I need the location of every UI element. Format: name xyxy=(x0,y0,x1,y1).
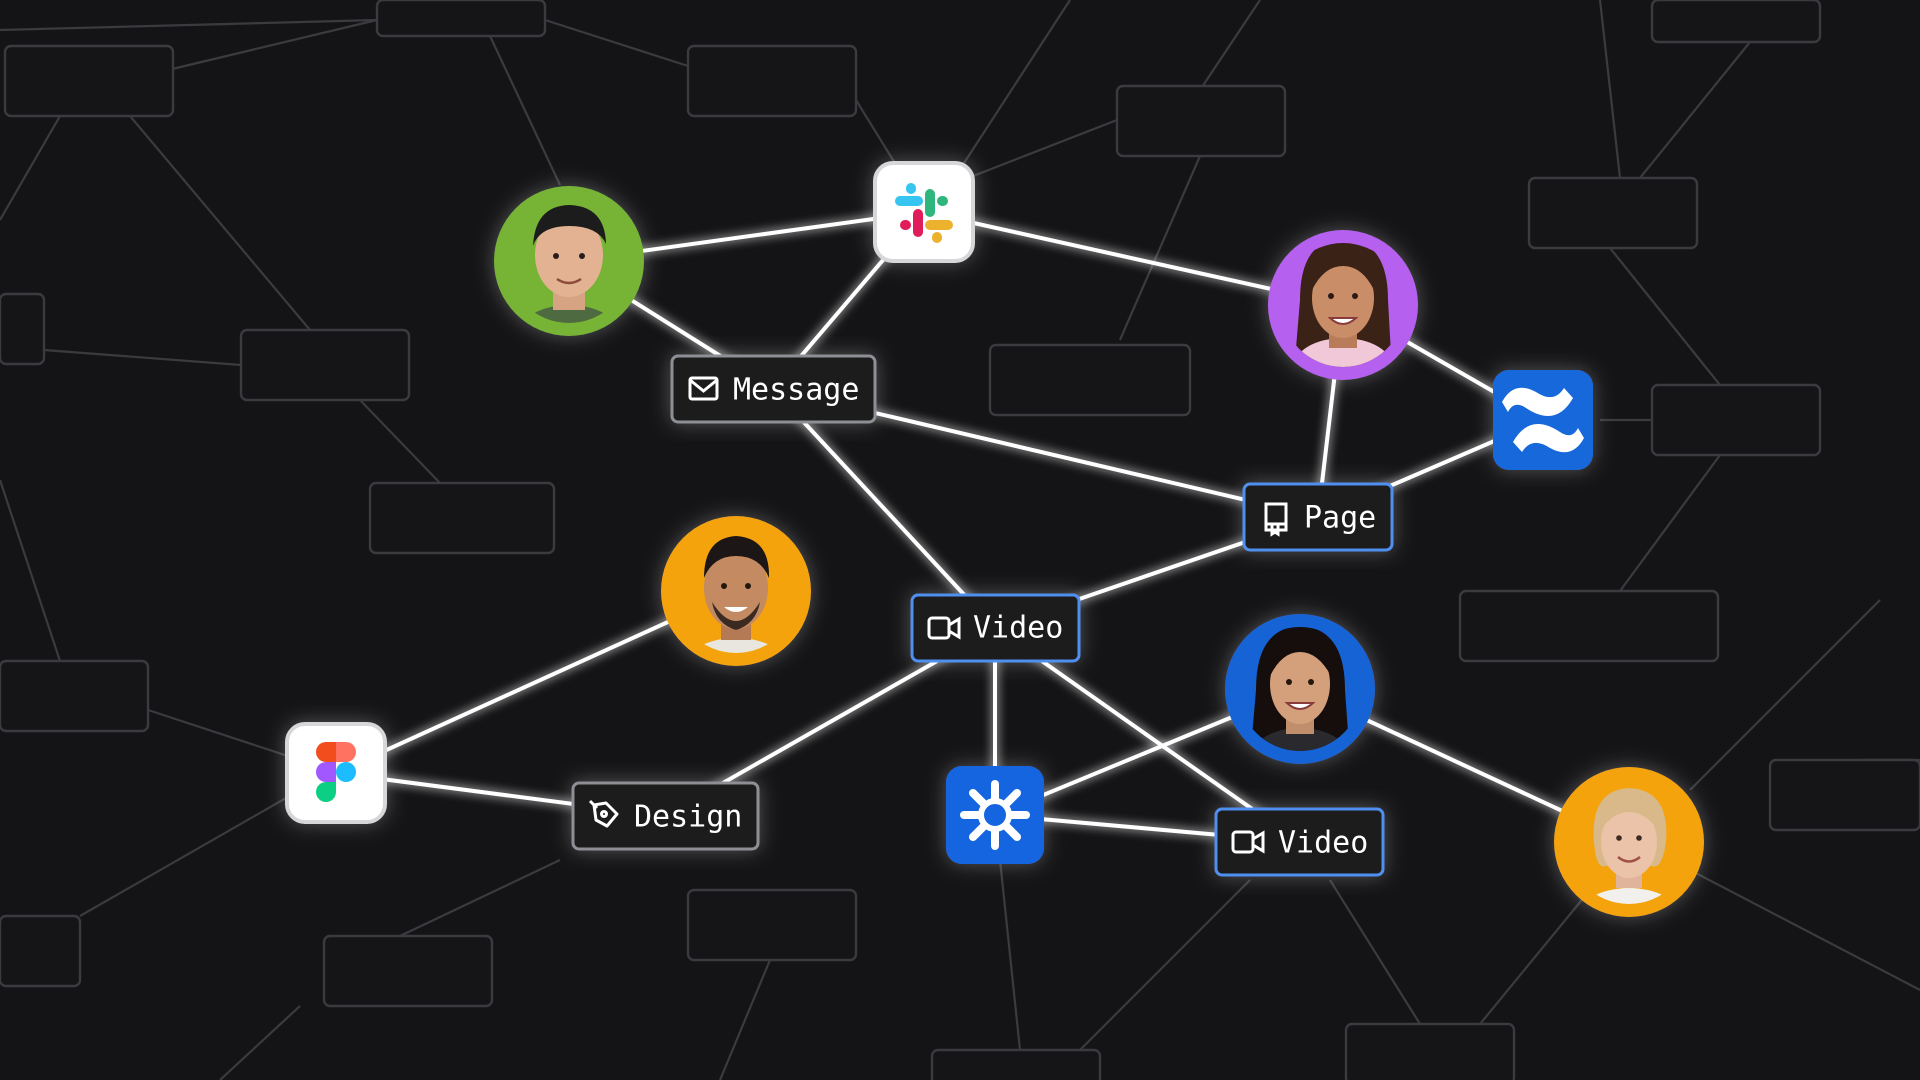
background-edge xyxy=(0,115,61,221)
person-node-yellow[interactable]: person-avatar-icon xyxy=(1554,767,1704,948)
label-layer: Message Page Video xyxy=(571,354,1394,877)
mail-icon xyxy=(688,376,719,401)
background-edge xyxy=(0,479,62,662)
background-placeholder-box xyxy=(1650,383,1822,457)
background-placeholder-box xyxy=(1768,758,1920,832)
background-edge xyxy=(399,859,561,937)
confluence-logo-icon xyxy=(1502,387,1584,453)
background-placeholder-box xyxy=(0,292,46,366)
background-edge xyxy=(718,959,772,1080)
background-placeholder-box xyxy=(0,659,150,733)
edge-message-video1 xyxy=(771,387,997,630)
background-edge xyxy=(147,708,301,762)
slack-logo-icon xyxy=(895,183,953,243)
loom-logo-icon xyxy=(960,780,1030,850)
background-edge xyxy=(359,399,441,484)
background-placeholder-box xyxy=(1527,176,1699,250)
background-placeholder-box xyxy=(1458,589,1720,663)
background-edge xyxy=(43,348,242,367)
background-placeholder-box xyxy=(1650,0,1822,44)
background-placeholder-box xyxy=(322,934,494,1008)
background-edge xyxy=(1689,599,1881,791)
person-node-purple[interactable]: person-avatar-icon xyxy=(1268,230,1418,398)
background-edge xyxy=(998,859,1022,1051)
node-label: Video xyxy=(973,611,1063,646)
slack-node[interactable] xyxy=(873,161,975,263)
background-edge xyxy=(949,118,1118,187)
background-edge xyxy=(1689,869,1920,991)
edge-video1-video2 xyxy=(993,626,1301,844)
video-node-center[interactable]: Video xyxy=(910,593,1081,663)
background-placeholder-box xyxy=(239,328,411,402)
person-node-orange[interactable]: person-avatar-icon xyxy=(661,516,811,706)
background-edge xyxy=(129,115,311,331)
background-placeholder-box xyxy=(686,44,858,118)
background-edge xyxy=(0,18,378,32)
background-edge xyxy=(1118,155,1202,341)
background-edge xyxy=(79,789,301,917)
background-edge xyxy=(489,35,561,186)
background-placeholder-box xyxy=(1115,84,1287,158)
confluence-node[interactable] xyxy=(1493,370,1593,470)
background-edge xyxy=(1619,454,1721,592)
node-label: Video xyxy=(1278,826,1368,861)
background-placeholder-box xyxy=(375,0,547,38)
design-node[interactable]: Design xyxy=(571,781,760,851)
background-edge xyxy=(219,1005,301,1080)
app-layer xyxy=(285,161,1593,864)
loom-node[interactable] xyxy=(946,766,1044,864)
message-node[interactable]: Message xyxy=(670,354,877,424)
page-icon xyxy=(1264,502,1288,537)
page-node[interactable]: Page xyxy=(1242,482,1394,552)
node-label: Message xyxy=(733,373,859,408)
background-placeholder-box xyxy=(930,1048,1102,1080)
background-placeholder-box xyxy=(3,44,175,118)
node-label: Design xyxy=(634,800,742,835)
background-edge xyxy=(1199,0,1261,91)
figma-node[interactable] xyxy=(285,722,387,824)
pen-tool-icon xyxy=(588,799,619,828)
node-label: Page xyxy=(1304,501,1376,536)
background-placeholder-box xyxy=(686,888,858,962)
background-edge xyxy=(544,18,689,68)
video-node-right[interactable]: Video xyxy=(1214,807,1385,877)
video-camera-icon xyxy=(927,616,961,640)
background-edge xyxy=(1079,879,1251,1051)
background-placeholder-box xyxy=(368,481,556,555)
background-edge xyxy=(1329,879,1421,1025)
person-node-green[interactable]: person-avatar-icon xyxy=(494,186,644,385)
person-node-blue[interactable]: person-avatar-icon xyxy=(1225,614,1375,784)
background-edge xyxy=(1598,0,1622,179)
background-placeholder-box xyxy=(1344,1022,1516,1080)
background-placeholder-box xyxy=(988,343,1192,417)
video-camera-icon xyxy=(1231,830,1265,854)
background-edge xyxy=(1639,41,1751,179)
background-edge xyxy=(1479,889,1591,1025)
background-edge xyxy=(1609,247,1721,386)
figma-logo-icon xyxy=(316,742,356,802)
person-layer: person-avatar-icon person-avatar-icon xyxy=(494,186,1704,948)
background-edge xyxy=(167,18,378,72)
background-placeholder-box xyxy=(0,914,82,988)
